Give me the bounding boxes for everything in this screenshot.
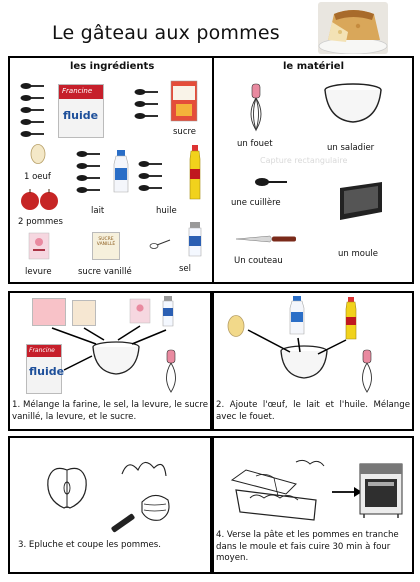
sugar-label: sucre <box>173 127 197 137</box>
step-1-yeast-icon <box>129 298 151 324</box>
step-2-bowl-icon <box>280 345 328 379</box>
step-1-vanilla-icon <box>72 300 96 326</box>
knife-label: Un couteau <box>234 256 283 266</box>
page-title: Le gâteau aux pommes <box>52 22 280 44</box>
milk-bottle-icon <box>113 150 129 193</box>
oil-bottle-icon <box>189 145 201 200</box>
step-2-whisk-icon <box>362 349 372 393</box>
spoon-salt-icon <box>149 239 171 249</box>
spoon-label: une cuillère <box>231 198 281 208</box>
yeast-label: levure <box>25 267 52 277</box>
step-3-text: 3. Epluche et coupe les pommes. <box>18 540 161 550</box>
step-2-text: 2. Ajoute l'œuf, le lait et l'huile. Mél… <box>216 400 410 422</box>
step-2-egg-icon <box>227 315 245 337</box>
faded-overlay-text: Capture rectangulaire <box>260 156 348 165</box>
salt-label: sel <box>179 264 192 274</box>
step-1-whisk-icon <box>166 349 176 393</box>
ingredients-heading: les ingrédients <box>70 61 155 72</box>
egg-label: 1 oeuf <box>24 172 51 182</box>
apples-icon <box>21 189 58 210</box>
step-4-panel <box>212 436 414 574</box>
step-1-bowl-icon <box>92 341 140 375</box>
oven-icon <box>359 463 403 518</box>
step-1-flour-pack-icon: Francine fluide <box>26 344 64 394</box>
step-4-text: 4. Verse la pâte et les pommes en tranch… <box>216 530 399 564</box>
flour-pack-icon: Francine fluide <box>58 84 104 138</box>
materiel-heading: le matériel <box>283 61 344 72</box>
oil-label: huile <box>156 206 177 216</box>
step-2-oil-icon <box>345 297 357 340</box>
step-1-panel <box>8 291 212 431</box>
step-3-apple-icon <box>47 467 87 509</box>
step-2-milk-icon <box>289 296 305 335</box>
bowl-icon <box>324 83 382 123</box>
step-1-salt-icon <box>162 296 174 327</box>
step-1-text: 1. Mélange la farine, le sel, la levure,… <box>12 400 208 422</box>
step-3-panel <box>8 436 212 574</box>
egg-icon <box>30 144 46 164</box>
panel-divider <box>212 56 214 284</box>
milk-label: lait <box>91 206 105 216</box>
step-3-peeling-icon <box>111 461 170 533</box>
apple-cake-photo <box>318 2 388 54</box>
salt-shaker-icon <box>188 222 202 257</box>
ingredients-materiel-panel <box>8 56 414 284</box>
yeast-packet-icon <box>28 232 50 260</box>
knife-icon <box>235 235 296 243</box>
loaf-mould-icon <box>340 182 382 220</box>
whisk-icon <box>250 83 262 132</box>
step-2-panel <box>212 291 414 431</box>
whisk-label: un fouet <box>237 139 273 149</box>
apples-label: 2 pommes <box>18 217 63 227</box>
mould-label: un moule <box>338 249 378 259</box>
bowl-label: un saladier <box>327 143 375 153</box>
spoon-icon <box>255 178 287 186</box>
step-4-pouring-icon <box>230 459 325 521</box>
vanilla-sugar-pack-icon: SUCRE VANILLÉ <box>92 232 120 260</box>
vanilla-sugar-label: sucre vanillé <box>78 267 132 277</box>
step-1-flour-icon <box>32 298 66 326</box>
sugar-box-icon <box>170 80 198 122</box>
